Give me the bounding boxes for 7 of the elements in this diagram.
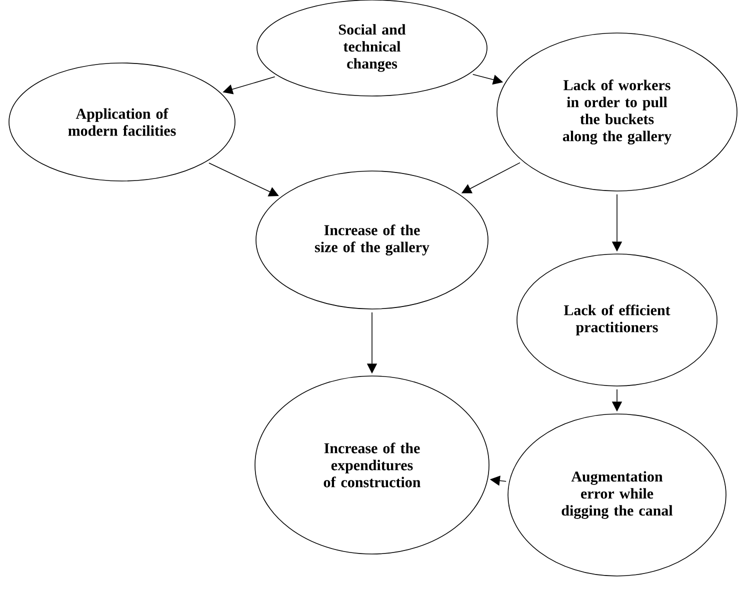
ellipse-node: Increase of the size of the gallery xyxy=(256,170,488,310)
arrow xyxy=(208,162,279,196)
ellipse-node: Lack of workers in order to pull the buckets along the gallery xyxy=(496,32,738,192)
ellipse-node: Increase of the expenditures of construction xyxy=(254,376,490,554)
ellipse-node: Application of modern facilities xyxy=(8,62,236,182)
ellipse-node: Augmentation error while digging the canal xyxy=(508,414,726,576)
ellipse-node: Lack of efficient practitioners xyxy=(516,254,718,386)
